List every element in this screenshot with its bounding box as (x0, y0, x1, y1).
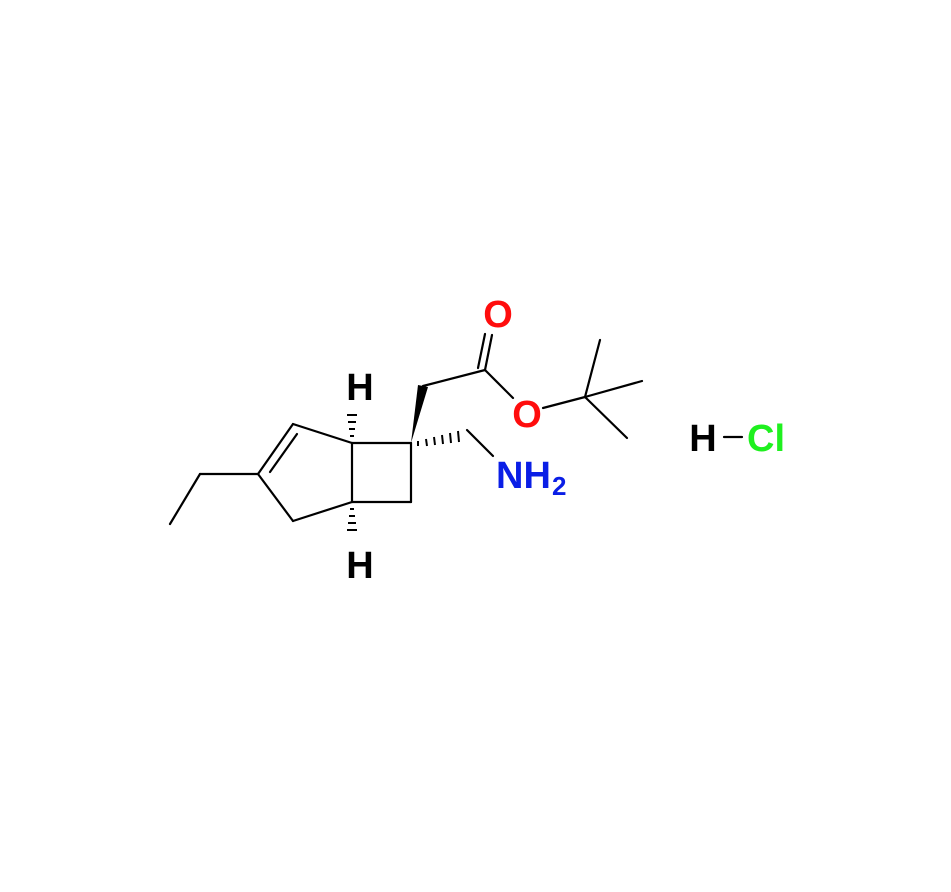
atom-amine-subscript: 2 (552, 471, 566, 501)
hashed-wedge-ch2-amine (417, 430, 460, 447)
bond-carbonyl-oester (483, 368, 515, 400)
bond-carbonyl-double-2 (476, 332, 487, 370)
bond-oester-tbu (541, 395, 587, 410)
bond-ring-c2-c3-double (268, 432, 299, 474)
solid-wedge-ch2-ester (411, 385, 428, 443)
atom-oxygen-ester: O (512, 394, 542, 436)
bond-ch2-nh2 (465, 428, 495, 458)
hashed-wedge-top-h (347, 414, 357, 437)
hashed-wedge-bottom-h (347, 508, 357, 531)
bond-ring-c4-c5 (291, 500, 354, 523)
bond-ring-c3-c2 (256, 422, 295, 476)
atom-stereo-h-top: H (346, 367, 373, 409)
atom-amine: NH (496, 455, 551, 497)
atom-salt-hydrogen: H (689, 418, 716, 460)
atom-salt-chlorine: Cl (747, 418, 785, 460)
atom-oxygen-carbonyl: O (483, 294, 513, 336)
bond-ch2-carbonyl (421, 368, 487, 388)
atom-stereo-h-bottom: H (346, 545, 373, 587)
bond-carbonyl-double-1 (483, 333, 494, 372)
bond-tbu-me-bottom (583, 395, 629, 440)
bond-ring-c2-c1 (291, 422, 354, 445)
bond-tbu-me-right (583, 379, 644, 399)
bond-ring-c3-c4 (256, 472, 295, 523)
bond-ethyl-ch3 (168, 472, 202, 526)
bond-tbu-me-top (583, 338, 602, 399)
